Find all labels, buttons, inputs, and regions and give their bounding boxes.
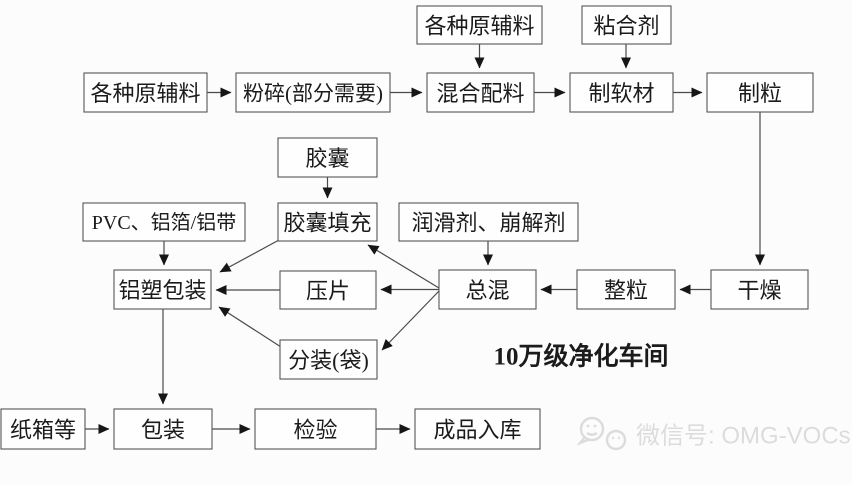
flow-node-raw-materials-top: 各种原辅料 bbox=[416, 5, 543, 45]
flow-node-raw-materials-top-label: 各种原辅料 bbox=[424, 14, 534, 39]
flow-node-packing-label: 包装 bbox=[141, 418, 185, 443]
flow-node-capsule-label: 胶囊 bbox=[305, 146, 349, 171]
flow-node-packing: 包装 bbox=[113, 408, 213, 450]
wechat-icon bbox=[576, 416, 627, 451]
flow-node-lubricant-disintegrant-label: 润滑剂、崩解剂 bbox=[411, 211, 565, 236]
flow-node-mixing: 混合配料 bbox=[426, 72, 535, 113]
flow-node-pvc-foil-label: PVC、铝箔/铝带 bbox=[92, 211, 236, 234]
flow-node-capsule: 胶囊 bbox=[277, 137, 378, 178]
flow-node-capsule-filling: 胶囊填充 bbox=[277, 202, 378, 242]
flow-node-warehousing-label: 成品入库 bbox=[433, 418, 521, 443]
wechat-watermark: 微信号: OMG-VOCs bbox=[576, 416, 851, 451]
flow-node-warehousing: 成品入库 bbox=[414, 408, 541, 450]
flow-node-final-mixing-label: 总混 bbox=[465, 278, 509, 303]
flow-node-tabletting: 压片 bbox=[279, 270, 377, 310]
flow-node-blister-pack-label: 铝塑包装 bbox=[118, 278, 206, 303]
flow-node-mixing-label: 混合配料 bbox=[436, 81, 524, 106]
flow-node-inspection-label: 检验 bbox=[293, 418, 337, 443]
arrow-capsule-filling-to-blister-pack bbox=[219, 239, 280, 273]
flow-node-lubricant-disintegrant: 润滑剂、崩解剂 bbox=[398, 202, 579, 242]
flow-node-tabletting-label: 压片 bbox=[306, 279, 350, 304]
flow-node-sizing: 整粒 bbox=[576, 269, 676, 310]
flow-node-inspection: 检验 bbox=[254, 408, 377, 450]
flow-node-drying: 干燥 bbox=[710, 269, 809, 310]
flow-node-granulating: 制粒 bbox=[706, 72, 814, 113]
flow-node-blister-pack: 铝塑包装 bbox=[113, 269, 212, 310]
flow-node-crushing: 粉碎(部分需要) bbox=[235, 72, 391, 113]
flow-node-binder-label: 粘合剂 bbox=[593, 14, 659, 39]
flow-node-final-mixing: 总混 bbox=[438, 269, 537, 310]
flow-node-carton-label: 纸箱等 bbox=[10, 418, 76, 443]
flow-node-raw-materials-left: 各种原辅料 bbox=[83, 72, 208, 113]
flow-node-bagging-label: 分装(袋) bbox=[288, 348, 369, 373]
arrow-bagging-to-blister-pack bbox=[218, 306, 282, 348]
flow-node-bagging: 分装(袋) bbox=[279, 339, 378, 380]
flow-node-drying-label: 干燥 bbox=[737, 278, 781, 303]
flow-node-soft-material-label: 制软材 bbox=[588, 81, 654, 106]
wechat-watermark-text: 微信号: OMG-VOCs bbox=[636, 423, 851, 450]
arrow-final-mixing-to-capsule-filling bbox=[367, 244, 440, 289]
arrow-final-mixing-to-bagging bbox=[381, 290, 440, 351]
flow-node-raw-materials-left-label: 各种原辅料 bbox=[90, 81, 200, 106]
flow-node-soft-material: 制软材 bbox=[569, 72, 674, 113]
flow-node-crushing-label: 粉碎(部分需要) bbox=[243, 82, 383, 106]
flow-node-granulating-label: 制粒 bbox=[738, 81, 782, 106]
flow-node-sizing-label: 整粒 bbox=[604, 278, 648, 303]
flow-node-binder: 粘合剂 bbox=[581, 5, 672, 45]
clean-room-label: 10万级净化车间 bbox=[493, 342, 668, 371]
flow-node-carton: 纸箱等 bbox=[0, 408, 86, 450]
flow-node-capsule-filling-label: 胶囊填充 bbox=[283, 211, 371, 236]
flow-node-pvc-foil: PVC、铝箔/铝带 bbox=[82, 202, 246, 242]
